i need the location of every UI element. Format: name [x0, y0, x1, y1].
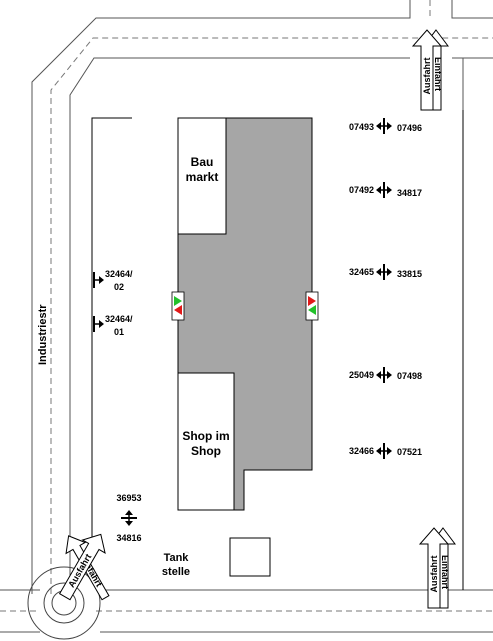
top-right-road-edge: [451, 0, 493, 19]
svg-text:Ausfahrt: Ausfahrt: [422, 57, 432, 94]
west-markers: [93, 272, 104, 332]
svg-text:Einfahrt: Einfahrt: [440, 555, 450, 589]
entrance-east-green-arrow: [308, 305, 316, 315]
west-marker-1: [93, 272, 104, 288]
marker-3-left-id: 32465: [349, 267, 374, 277]
entrance-west: [171, 291, 185, 321]
road-center-dashes: [0, 0, 493, 612]
marker-row-2: [376, 182, 392, 198]
south-marker-bottom-id: 34816: [116, 533, 141, 543]
top-road-inner-edge: [69, 57, 410, 594]
south-marker-top-id: 36953: [116, 493, 141, 503]
top-road-outer-edge: [31, 0, 411, 594]
west-marker-1-id-a: 32464/: [105, 269, 133, 279]
west-marker-2-id-a: 32464/: [105, 314, 133, 324]
entrance-east-frame: [305, 291, 319, 321]
shop-im-shop-block: [177, 372, 235, 511]
marker-1-right-id: 07496: [397, 123, 422, 133]
tankstelle-label-1: Tank: [164, 552, 190, 564]
svg-text:Ausfahrt: Ausfahrt: [429, 555, 439, 592]
entrance-east: [305, 291, 319, 321]
buildings: [177, 117, 313, 577]
entrance-west-green-arrow: [174, 296, 182, 306]
gate-bottom-right: Einfahrt Ausfahrt: [418, 527, 456, 609]
west-parking-boundary: [91, 117, 132, 548]
entrance-west-frame: [171, 291, 185, 321]
shop-label-2: Shop: [191, 444, 221, 458]
south-marker: [121, 510, 137, 526]
west-marker-2-id-b: 01: [114, 327, 124, 337]
roundabout-outer-ring: [27, 566, 101, 640]
marker-5-left-id: 32466: [349, 446, 374, 456]
marker-2-right-id: 34817: [397, 188, 422, 198]
gate-top-right-ausfahrt: Ausfahrt: [411, 29, 443, 111]
site-boundaries: [91, 110, 464, 590]
marker-5-right-id: 07521: [397, 447, 422, 457]
top-road-center-line: [50, 37, 493, 594]
west-marker-2: [93, 316, 104, 332]
marker-1-left-id: 07493: [349, 122, 374, 132]
marker-row-1: [376, 118, 392, 134]
shop-label-1: Shop im: [182, 429, 229, 443]
entrance-west-red-arrow: [174, 305, 182, 315]
baumarkt-label-1: Bau: [191, 155, 214, 169]
marker-row-5: [376, 443, 392, 459]
marker-row-4: [376, 367, 392, 383]
baumarkt-label-2: markt: [186, 170, 219, 184]
tankstelle-kiosk: [229, 537, 271, 577]
west-marker-1-id-b: 02: [114, 282, 124, 292]
gate-bottom-right-ausfahrt: Ausfahrt: [418, 527, 450, 609]
marker-4-right-id: 07498: [397, 371, 422, 381]
roundabout-middle-ring: [43, 582, 85, 624]
baumarkt-block: [177, 117, 227, 235]
gate-bottom-left: Einfahrt Ausfahrt: [58, 533, 110, 601]
entrance-east-red-arrow: [308, 296, 316, 306]
east-markers: [376, 118, 392, 459]
marker-row-3: [376, 264, 392, 280]
tankstelle-label-2: stelle: [162, 566, 190, 578]
marker-3-right-id: 33815: [397, 269, 422, 279]
marker-4-left-id: 25049: [349, 370, 374, 380]
svg-text:Einfahrt: Einfahrt: [433, 57, 443, 91]
marker-2-left-id: 07492: [349, 185, 374, 195]
gate-top-right: Einfahrt Ausfahrt: [411, 29, 449, 111]
street-name: Industriestr: [37, 304, 49, 365]
